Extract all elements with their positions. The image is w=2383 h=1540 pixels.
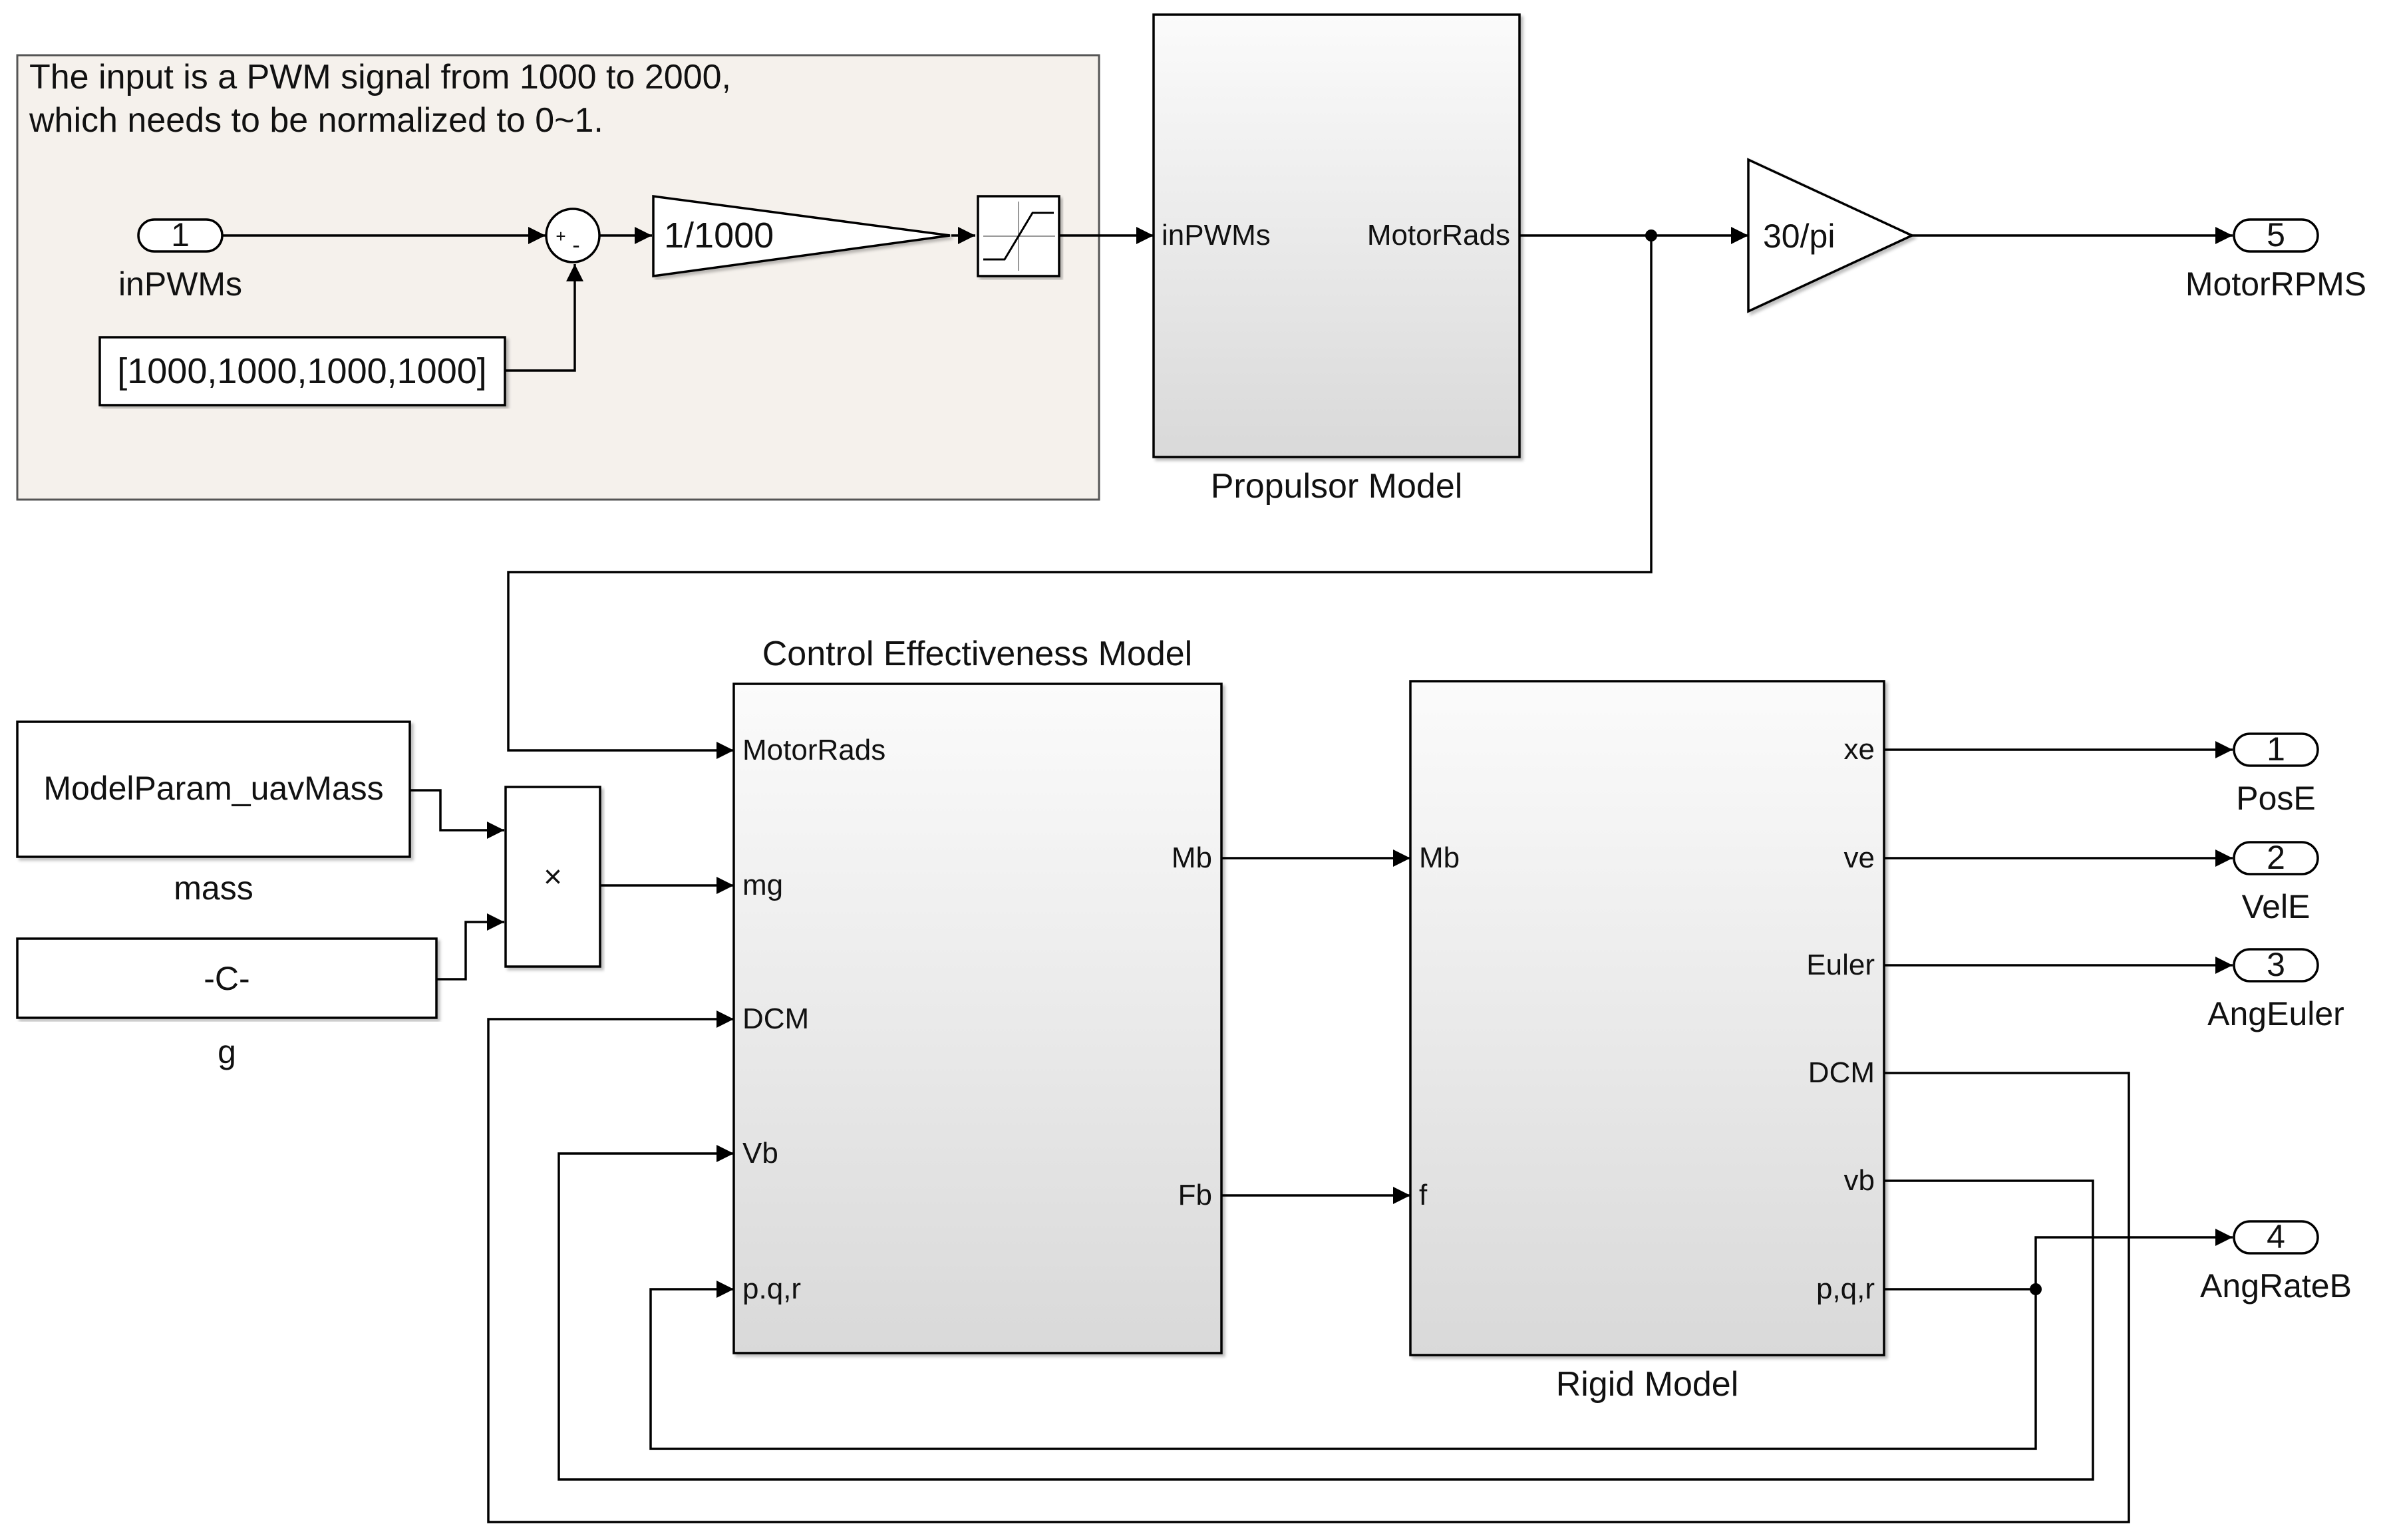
gain-rpm[interactable]: 30/pi <box>1747 158 1915 313</box>
gain-normalize[interactable]: 1/1000 <box>652 195 951 278</box>
wire-constant-to-sum <box>505 264 583 372</box>
outport-oval <box>2233 218 2319 253</box>
constant-block[interactable]: [1000,1000,1000,1000] <box>98 336 506 406</box>
control-input-dcm: DCM <box>742 1002 809 1035</box>
gain-rpm-value: 30/pi <box>1763 218 1835 255</box>
outport-angrateb[interactable]: 4 AngRateB <box>2200 1218 2352 1305</box>
control-input-vb: Vb <box>742 1137 778 1169</box>
outport-angeuler[interactable]: 3 AngEuler <box>2207 946 2344 1032</box>
propulsor-input-label: inPWMs <box>1162 219 1271 251</box>
g-box <box>16 937 438 1019</box>
wire-mass-to-product <box>410 789 504 839</box>
control-input-mg: mg <box>742 869 783 901</box>
control-output-fb: Fb <box>1178 1179 1212 1211</box>
rigid-output-dcm: DCM <box>1808 1056 1875 1089</box>
outport-oval <box>2233 732 2319 767</box>
inport-name: inPWMs <box>118 265 242 303</box>
control-output-mb: Mb <box>1172 842 1212 874</box>
rigid-output-ve: ve <box>1844 842 1875 874</box>
control-effectiveness-model[interactable]: Control Effectiveness Model MotorRads mg… <box>732 635 1223 1354</box>
constant-box <box>98 336 506 406</box>
inport-inpwms[interactable]: 1 inPWMs <box>118 216 242 303</box>
mass-name: mass <box>174 869 253 907</box>
sum-block[interactable]: + - <box>545 208 601 263</box>
sum-minus: - <box>572 233 579 258</box>
outport-pose[interactable]: 1 PosE <box>2233 730 2319 817</box>
outport-oval <box>2233 948 2319 983</box>
outport-name: AngRateB <box>2200 1267 2352 1305</box>
wire-pqr-feedback <box>649 1281 2037 1450</box>
propulsor-title: Propulsor Model <box>1211 467 1463 506</box>
outport-name: PosE <box>2236 780 2316 817</box>
outport-name: AngEuler <box>2207 995 2344 1032</box>
inport-number: 1 <box>171 216 190 253</box>
outport-number: 5 <box>2267 216 2285 253</box>
constant-value: [1000,1000,1000,1000] <box>117 351 487 391</box>
wire-motorrads-to-control <box>507 235 1653 759</box>
branch-point-motorrads <box>1645 230 1657 241</box>
mass-block[interactable]: ModelParam_uavMass mass <box>16 720 411 907</box>
outport-number: 2 <box>2267 839 2285 876</box>
product-block[interactable]: × <box>504 786 601 968</box>
propulsor-output-label: MotorRads <box>1367 219 1510 251</box>
wire-g-to-product <box>436 913 504 981</box>
gain-normalize-value: 1/1000 <box>664 216 774 255</box>
rigid-input-mb: Mb <box>1419 842 1460 874</box>
outport-name: MotorRPMS <box>2185 265 2366 303</box>
rigid-output-vb: vb <box>1844 1164 1875 1197</box>
control-input-motorrads: MotorRads <box>742 734 885 766</box>
branch-point-pqr <box>2030 1283 2042 1295</box>
product-symbol: × <box>544 859 562 895</box>
outport-number: 1 <box>2267 730 2285 768</box>
annotation-line-2: which needs to be normalized to 0~1. <box>29 101 603 140</box>
gain-rpm-triangle <box>1747 158 1915 313</box>
wire-dcm-feedback <box>487 1010 2130 1523</box>
control-box <box>732 683 1223 1354</box>
outport-oval <box>2233 841 2319 875</box>
rigid-output-euler: Euler <box>1806 949 1875 981</box>
rigid-model[interactable]: Mb f xe ve Euler DCM vb p,q,r Rigid Mode… <box>1409 680 1885 1404</box>
control-title: Control Effectiveness Model <box>762 635 1192 673</box>
rigid-output-xe: xe <box>1844 733 1875 766</box>
outport-oval <box>2233 1220 2319 1255</box>
outport-number: 4 <box>2267 1218 2285 1255</box>
g-value: -C- <box>204 960 249 997</box>
inport-oval <box>137 218 224 253</box>
wire-vb-feedback <box>557 1145 2094 1481</box>
propulsor-box <box>1152 13 1521 458</box>
mass-value: ModelParam_uavMass <box>43 770 383 807</box>
mass-box <box>16 720 411 858</box>
annotation-area <box>16 54 1100 501</box>
rigid-output-pqr: p,q,r <box>1816 1273 1875 1305</box>
rigid-title: Rigid Model <box>1556 1365 1739 1404</box>
gain-normalize-triangle <box>652 195 951 278</box>
product-box <box>504 786 601 968</box>
signal-lines <box>222 227 2233 1523</box>
rigid-box <box>1409 680 1885 1356</box>
outport-motorrpms[interactable]: 5 MotorRPMS <box>2185 216 2366 303</box>
g-block[interactable]: -C- g <box>16 937 438 1070</box>
outport-name: VelE <box>2242 888 2310 925</box>
wire-pqr-to-angrateb <box>2034 1229 2233 1289</box>
annotation-line-1: The input is a PWM signal from 1000 to 2… <box>29 58 731 96</box>
outport-vele[interactable]: 2 VelE <box>2233 839 2319 925</box>
sum-plus: + <box>556 226 565 246</box>
control-input-pqr: p.q,r <box>742 1273 801 1305</box>
propulsor-model[interactable]: inPWMs MotorRads Propulsor Model <box>1152 13 1521 506</box>
g-name: g <box>218 1033 236 1070</box>
outport-number: 3 <box>2267 946 2285 983</box>
saturation-icon <box>983 212 1054 261</box>
rigid-input-f: f <box>1419 1179 1428 1211</box>
sum-circle <box>545 208 601 263</box>
saturation-block[interactable] <box>977 195 1060 277</box>
